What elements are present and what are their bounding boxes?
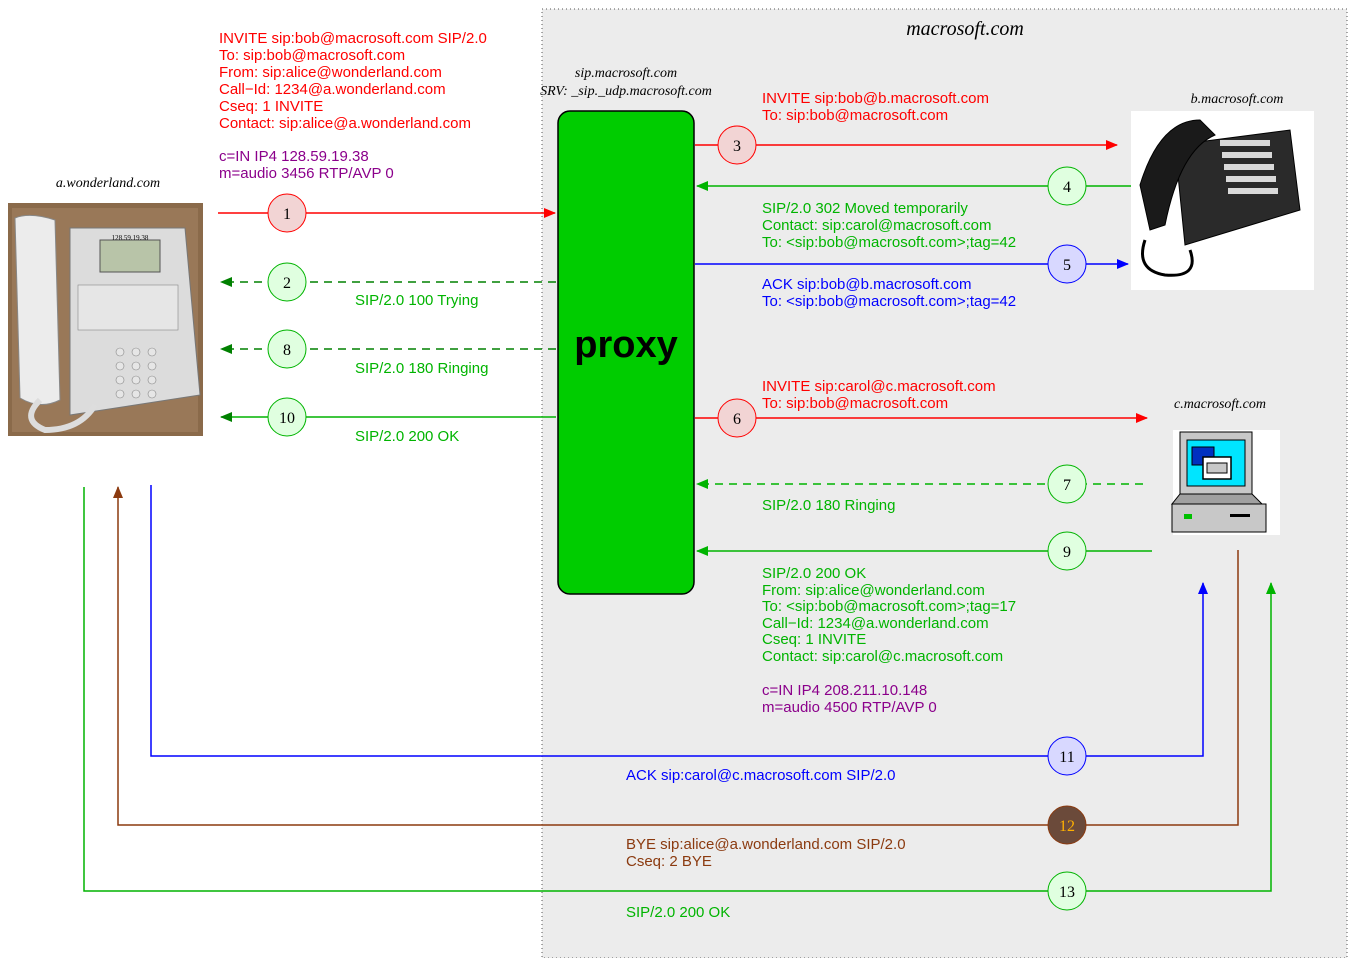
message-8-text: SIP/2.0 180 Ringing	[355, 360, 488, 377]
step-3-badge: 3	[717, 125, 757, 165]
message-6-text: INVITE sip:carol@c.macrosoft.com To: sip…	[762, 378, 996, 412]
message-5-text: ACK sip:bob@b.macrosoft.com To: <sip:bob…	[762, 276, 1016, 310]
host-b-label: b.macrosoft.com	[1191, 92, 1284, 107]
message-11-text: ACK sip:carol@c.macrosoft.com SIP/2.0	[626, 767, 895, 784]
step-8-badge: 8	[267, 329, 307, 369]
domain-label: macrosoft.com	[906, 18, 1024, 40]
step-8-number: 8	[283, 342, 291, 359]
step-5-badge: 5	[1047, 244, 1087, 284]
message-7-text: SIP/2.0 180 Ringing	[762, 497, 895, 514]
message-1-line: Cseq: 1 INVITE	[219, 98, 323, 115]
step-7-badge: 7	[1047, 464, 1087, 504]
message-1-text: INVITE sip:bob@macrosoft.com SIP/2.0 To:…	[219, 30, 487, 132]
message-9-line: Contact: sip:carol@c.macrosoft.com	[762, 648, 1003, 665]
step-13-number: 13	[1059, 884, 1075, 901]
office-phone-icon	[1131, 111, 1314, 290]
message-1-line: Contact: sip:alice@a.wonderland.com	[219, 115, 471, 132]
step-11-badge: 11	[1047, 736, 1087, 776]
message-1-line: INVITE sip:bob@macrosoft.com SIP/2.0	[219, 30, 487, 47]
step-12-number: 12	[1059, 818, 1075, 835]
step-9-number: 9	[1063, 544, 1071, 561]
desk-phone-icon: 128.59.19.38	[8, 203, 203, 436]
message-4-line: SIP/2.0 302 Moved temporarily	[762, 200, 968, 217]
message-1-sdp: c=IN IP4 128.59.19.38 m=audio 3456 RTP/A…	[219, 148, 394, 182]
step-2-badge: 2	[267, 262, 307, 302]
step-10-number: 10	[279, 410, 295, 427]
message-4-line: To: <sip:bob@macrosoft.com>;tag=42	[762, 234, 1016, 251]
step-3-number: 3	[733, 138, 741, 155]
sdp-line: c=IN IP4 208.211.10.148	[762, 682, 927, 699]
step-4-badge: 4	[1047, 166, 1087, 206]
sdp-line: c=IN IP4 128.59.19.38	[219, 148, 369, 165]
message-1-line: From: sip:alice@wonderland.com	[219, 64, 442, 81]
step-6-number: 6	[733, 411, 741, 428]
message-9-line: SIP/2.0 200 OK	[762, 565, 866, 582]
step-6-badge: 6	[717, 398, 757, 438]
step-10-badge: 10	[267, 397, 307, 437]
computer-icon	[1170, 430, 1280, 535]
message-12-line: BYE sip:alice@a.wonderland.com SIP/2.0	[626, 836, 906, 853]
step-11-number: 11	[1059, 749, 1074, 766]
sdp-line: m=audio 4500 RTP/AVP 0	[762, 699, 937, 716]
step-7-number: 7	[1063, 477, 1071, 494]
proxy-box	[557, 110, 695, 595]
message-10-text: SIP/2.0 200 OK	[355, 428, 459, 445]
message-4-line: Contact: sip:carol@macrosoft.com	[762, 217, 991, 234]
host-a-label: a.wonderland.com	[56, 176, 160, 191]
message-12-text: BYE sip:alice@a.wonderland.com SIP/2.0 C…	[626, 836, 906, 870]
arrow-13	[83, 487, 1276, 892]
message-6-line: To: sip:bob@macrosoft.com	[762, 395, 948, 412]
message-9-line: Call−Id: 1234@a.wonderland.com	[762, 615, 989, 632]
step-13-badge: 13	[1047, 871, 1087, 911]
message-9-line: Cseq: 1 INVITE	[762, 631, 866, 648]
message-9-line: From: sip:alice@wonderland.com	[762, 582, 985, 599]
proxy-srv-label: SRV: _sip._udp.macrosoft.com	[540, 84, 712, 99]
arrow-11	[150, 485, 1208, 757]
message-13-text: SIP/2.0 200 OK	[626, 904, 730, 921]
message-3-text: INVITE sip:bob@b.macrosoft.com To: sip:b…	[762, 90, 989, 124]
message-4-text: SIP/2.0 302 Moved temporarily Contact: s…	[762, 200, 1016, 251]
message-6-line: INVITE sip:carol@c.macrosoft.com	[762, 378, 996, 395]
message-1-line: To: sip:bob@macrosoft.com	[219, 47, 405, 64]
message-9-line: To: <sip:bob@macrosoft.com>;tag=17	[762, 598, 1016, 615]
step-1-badge: 1	[267, 193, 307, 233]
proxy-host-label: sip.macrosoft.com	[575, 66, 677, 81]
step-4-number: 4	[1063, 179, 1071, 196]
step-2-number: 2	[283, 275, 291, 292]
message-9-sdp: c=IN IP4 208.211.10.148 m=audio 4500 RTP…	[762, 682, 937, 716]
message-5-line: To: <sip:bob@macrosoft.com>;tag=42	[762, 293, 1016, 310]
message-1-line: Call−Id: 1234@a.wonderland.com	[219, 81, 446, 98]
proxy-label: proxy	[574, 324, 677, 366]
step-9-badge: 9	[1047, 531, 1087, 571]
message-2-text: SIP/2.0 100 Trying	[355, 292, 478, 309]
host-c-label: c.macrosoft.com	[1174, 397, 1266, 412]
message-3-line: INVITE sip:bob@b.macrosoft.com	[762, 90, 989, 107]
message-5-line: ACK sip:bob@b.macrosoft.com	[762, 276, 971, 293]
message-12-line: Cseq: 2 BYE	[626, 853, 712, 870]
step-5-number: 5	[1063, 257, 1071, 274]
step-12-badge: 12	[1047, 805, 1087, 845]
sdp-line: m=audio 3456 RTP/AVP 0	[219, 165, 394, 182]
message-9-text: SIP/2.0 200 OK From: sip:alice@wonderlan…	[762, 565, 1016, 665]
message-3-line: To: sip:bob@macrosoft.com	[762, 107, 948, 124]
step-1-number: 1	[283, 206, 291, 223]
phone-display-ip: 128.59.19.38	[112, 234, 149, 242]
arrow-12	[113, 486, 1239, 826]
